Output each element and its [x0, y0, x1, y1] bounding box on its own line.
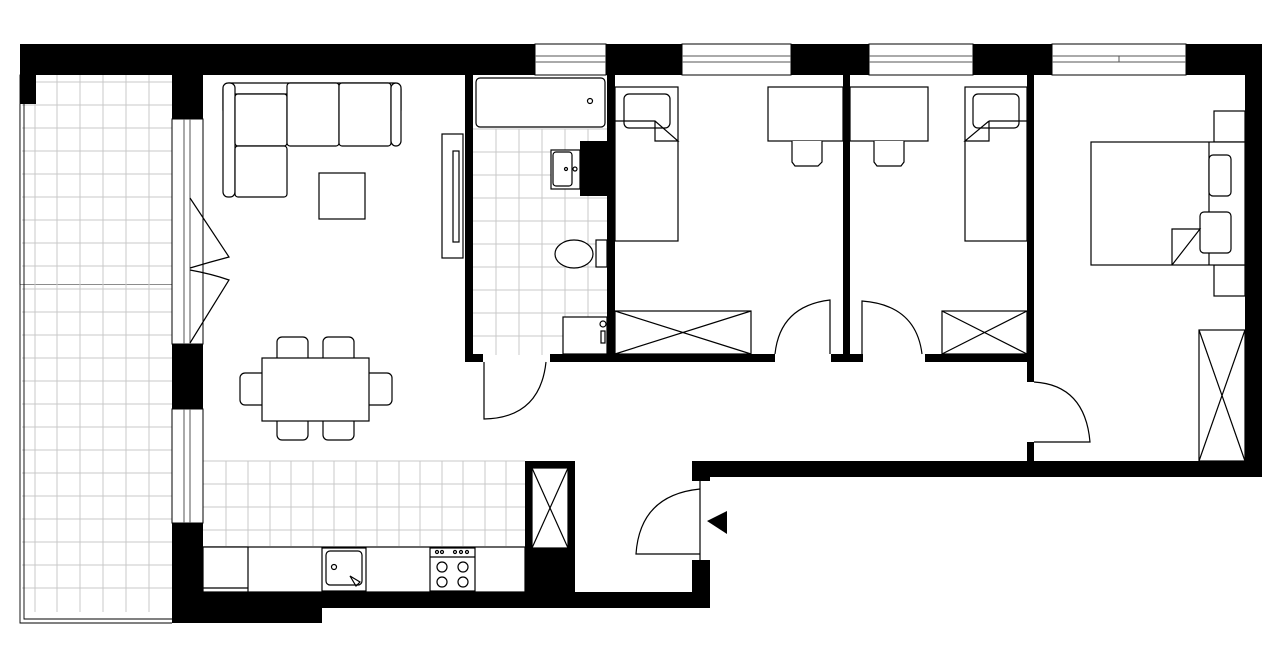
desk-2 — [849, 86, 929, 167]
window-dining — [171, 408, 204, 524]
desk-1 — [767, 86, 844, 167]
walls — [20, 44, 1262, 623]
window-bedroom-1 — [681, 43, 792, 76]
washing-machine — [562, 316, 608, 355]
double-bed — [1090, 141, 1246, 266]
dining-table — [261, 357, 370, 422]
fridge — [202, 546, 249, 593]
balcony-door[interactable] — [189, 197, 230, 344]
windows — [171, 43, 1187, 524]
single-bed-1 — [614, 86, 680, 242]
master-wardrobe — [1198, 329, 1246, 462]
entrance-arrow-icon — [707, 511, 727, 534]
bedroom-1-door[interactable] — [774, 299, 831, 355]
window-master-bedroom — [1051, 43, 1187, 76]
coffee-table — [318, 172, 366, 220]
toilet — [554, 239, 608, 269]
kitchen-sink — [321, 547, 367, 592]
l-shaped-sofa — [222, 82, 402, 198]
bathroom-door[interactable] — [483, 361, 547, 420]
wardrobe-2 — [941, 310, 1028, 355]
nightstands — [1213, 110, 1246, 297]
kitchen-tile-grid — [203, 460, 525, 546]
hall-closet — [531, 467, 569, 549]
bathtub — [475, 77, 606, 128]
balcony-door-window — [171, 118, 204, 345]
master-bedroom-door[interactable] — [1033, 381, 1091, 443]
balcony-tile-grid — [22, 60, 172, 612]
stove-4-burner — [429, 547, 476, 592]
window-bathroom — [534, 43, 607, 76]
wardrobe-1 — [614, 310, 752, 355]
entrance-door[interactable] — [635, 481, 701, 560]
balcony — [19, 60, 173, 624]
tv-unit — [441, 133, 464, 259]
window-bedroom-2 — [868, 43, 974, 76]
washbasin — [550, 149, 581, 190]
single-bed-2 — [963, 86, 1028, 242]
bedroom-2-door[interactable] — [861, 300, 923, 355]
